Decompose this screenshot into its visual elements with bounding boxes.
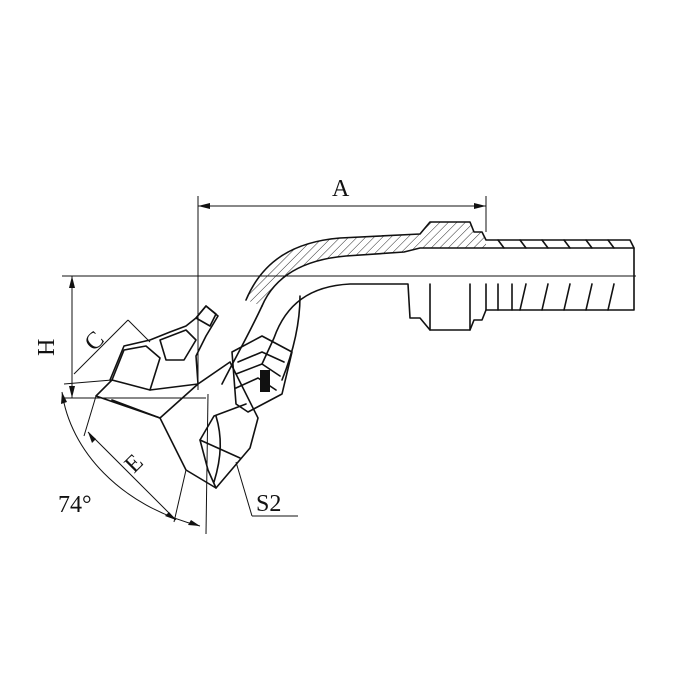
swivel-nut [159,361,259,489]
sleeve [231,335,293,413]
sleeve-ring-dark [260,370,270,392]
label-C: C [80,327,110,357]
dimension-A [197,196,487,390]
dimension-H [62,276,206,399]
label-E: E [120,449,149,478]
flare-seat [95,305,219,419]
dimension-E [83,395,187,523]
label-angle: 74° [58,492,92,518]
pipe-body [221,221,635,385]
angle-74 [61,391,209,535]
dimension-C [63,319,151,385]
leader-S2 [235,461,298,517]
bend-inner-curve [281,295,301,381]
label-S2: S2 [256,491,281,517]
label-A: A [332,176,350,202]
label-H: H [34,339,60,356]
